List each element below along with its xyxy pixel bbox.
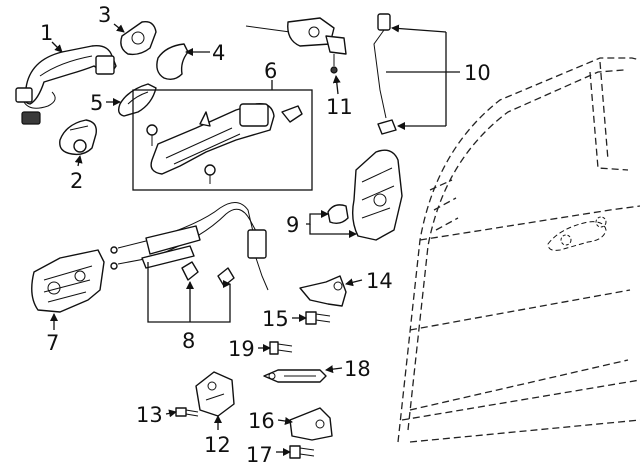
callout-12: 12 bbox=[204, 433, 231, 457]
part-19-bolt bbox=[269, 341, 293, 355]
part-2-handle-base bbox=[59, 119, 97, 156]
callout-9: 9 bbox=[286, 213, 299, 237]
part-1-outside-handle bbox=[15, 45, 117, 125]
part-6-handle-frame-assembly bbox=[132, 89, 313, 191]
part-12-door-striker bbox=[195, 371, 235, 417]
door-outline bbox=[397, 57, 640, 443]
callout-15: 15 bbox=[262, 307, 289, 331]
part-11-key-cylinder bbox=[245, 17, 347, 74]
part-9-door-latch-assembly bbox=[327, 149, 403, 241]
callout-8: 8 bbox=[182, 329, 195, 353]
part-10-lock-rod bbox=[373, 13, 397, 135]
callout-14: 14 bbox=[366, 269, 393, 293]
part-7-door-lock-actuator bbox=[31, 249, 105, 313]
callout-6: 6 bbox=[264, 59, 277, 83]
part-17-bolt bbox=[289, 445, 315, 459]
callout-1: 1 bbox=[40, 21, 53, 45]
part-3-handle-cap bbox=[120, 21, 157, 56]
callout-16: 16 bbox=[248, 409, 275, 433]
part-15-bolt bbox=[305, 311, 331, 325]
callout-5: 5 bbox=[90, 91, 103, 115]
part-14-upper-hinge bbox=[299, 275, 347, 307]
callout-2: 2 bbox=[70, 169, 83, 193]
part-13-bolt bbox=[175, 407, 199, 417]
callout-11: 11 bbox=[326, 95, 353, 119]
callout-7: 7 bbox=[46, 331, 59, 355]
part-16-lower-hinge bbox=[289, 407, 333, 441]
callout-19: 19 bbox=[228, 337, 255, 361]
part-18-door-checker bbox=[263, 369, 327, 383]
callout-labels: 1 2 3 4 5 6 7 8 9 10 11 12 13 14 15 16 1… bbox=[40, 3, 491, 467]
door-exterior-handle-outline bbox=[547, 216, 607, 251]
part-5-gasket bbox=[117, 83, 157, 117]
leader-lines bbox=[50, 23, 460, 456]
callout-3: 3 bbox=[98, 3, 111, 27]
part-8-cables-and-clips bbox=[110, 202, 269, 291]
callout-4: 4 bbox=[212, 41, 225, 65]
part-4-handle-cover bbox=[156, 43, 189, 81]
callout-17: 17 bbox=[246, 443, 273, 467]
callout-13: 13 bbox=[136, 403, 163, 427]
callout-18: 18 bbox=[344, 357, 371, 381]
callout-10: 10 bbox=[464, 61, 491, 85]
